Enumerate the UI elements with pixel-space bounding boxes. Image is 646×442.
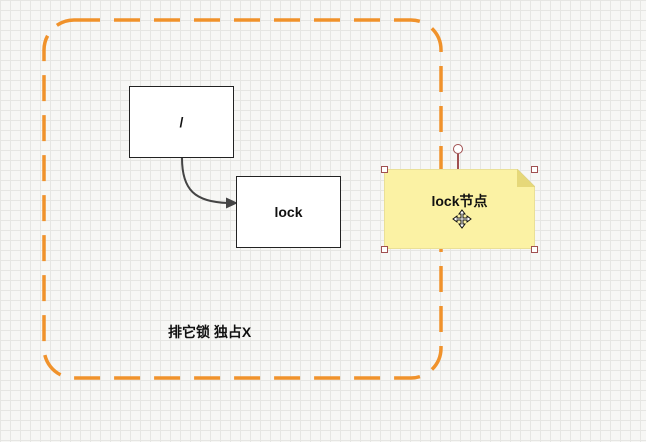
edge-arrowhead — [226, 197, 238, 209]
edge-root-to-lock[interactable] — [181, 157, 229, 204]
group-label: 排它锁 独占X — [168, 324, 252, 340]
sticky-note[interactable]: lock节点 — [384, 169, 535, 249]
resize-handle-bottom-left[interactable] — [381, 246, 388, 253]
resize-handle-bottom-right[interactable] — [531, 246, 538, 253]
resize-handle-top-left[interactable] — [381, 166, 388, 173]
sticky-note-label: lock节点 — [431, 193, 488, 209]
node-lock-label: lock — [274, 204, 303, 220]
node-root-label: / — [179, 114, 184, 130]
rotate-handle-icon[interactable] — [453, 144, 463, 154]
resize-handle-top-right[interactable] — [531, 166, 538, 173]
move-cursor-icon — [452, 209, 472, 229]
node-root[interactable]: / — [129, 86, 234, 158]
rotate-stem — [457, 154, 459, 169]
sticky-note-shape — [384, 169, 535, 249]
node-lock[interactable]: lock — [236, 176, 341, 248]
